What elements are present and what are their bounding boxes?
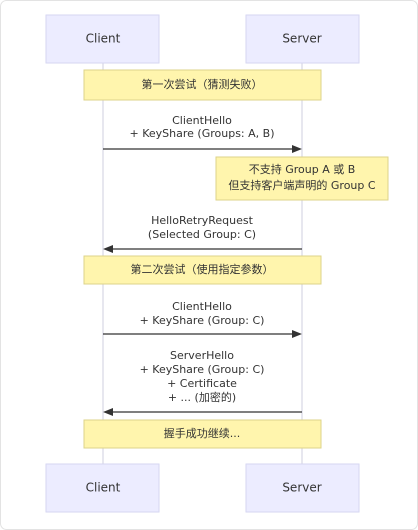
message-2-label-line-1: HelloRetryRequest (151, 214, 254, 227)
note-attempt-1-text: 第一次尝试（猜测失败） (142, 77, 263, 91)
note-attempt-1 (83, 69, 322, 101)
client-actor-box-bottom (45, 463, 160, 513)
client-actor-label-bottom: Client (86, 481, 121, 495)
note-success (83, 419, 322, 449)
message-4-arrowhead (103, 408, 113, 416)
message-2-arrowhead (103, 245, 113, 253)
note-server-groups-line-2: 但支持客户端声明的 Group C (228, 178, 375, 192)
message-4-label-line-3: + Certificate (167, 377, 237, 390)
client-actor-label-top: Client (86, 32, 121, 46)
message-4-label-line-4: + ... (加密的) (168, 390, 236, 404)
server-actor-label-bottom: Server (282, 481, 321, 495)
message-3-label-line-2: + KeyShare (Group: C) (140, 314, 265, 327)
message-1-label-line-1: ClientHello (172, 114, 232, 127)
server-actor-box-bottom (245, 463, 360, 513)
server-actor-label-top: Server (282, 32, 321, 46)
message-3-label-line-1: ClientHello (172, 300, 232, 313)
message-1-arrowhead (292, 145, 302, 153)
note-success-text: 握手成功继续... (164, 426, 241, 440)
message-4-label-line-2: + KeyShare (Group: C) (140, 363, 265, 376)
message-2-label-line-2: (Selected Group: C) (148, 228, 256, 241)
message-4-label-line-1: ServerHello (170, 349, 234, 362)
note-server-groups-line-1: 不支持 Group A 或 B (249, 162, 356, 176)
note-server-groups (215, 156, 389, 201)
message-1-label-line-2: + KeyShare (Groups: A, B) (130, 127, 275, 140)
message-3-arrowhead (292, 330, 302, 338)
server-actor-box-top (245, 14, 360, 64)
note-attempt-2 (83, 255, 322, 285)
client-actor-box-top (45, 14, 160, 64)
note-attempt-2-text: 第二次尝试（使用指定参数） (131, 262, 274, 276)
